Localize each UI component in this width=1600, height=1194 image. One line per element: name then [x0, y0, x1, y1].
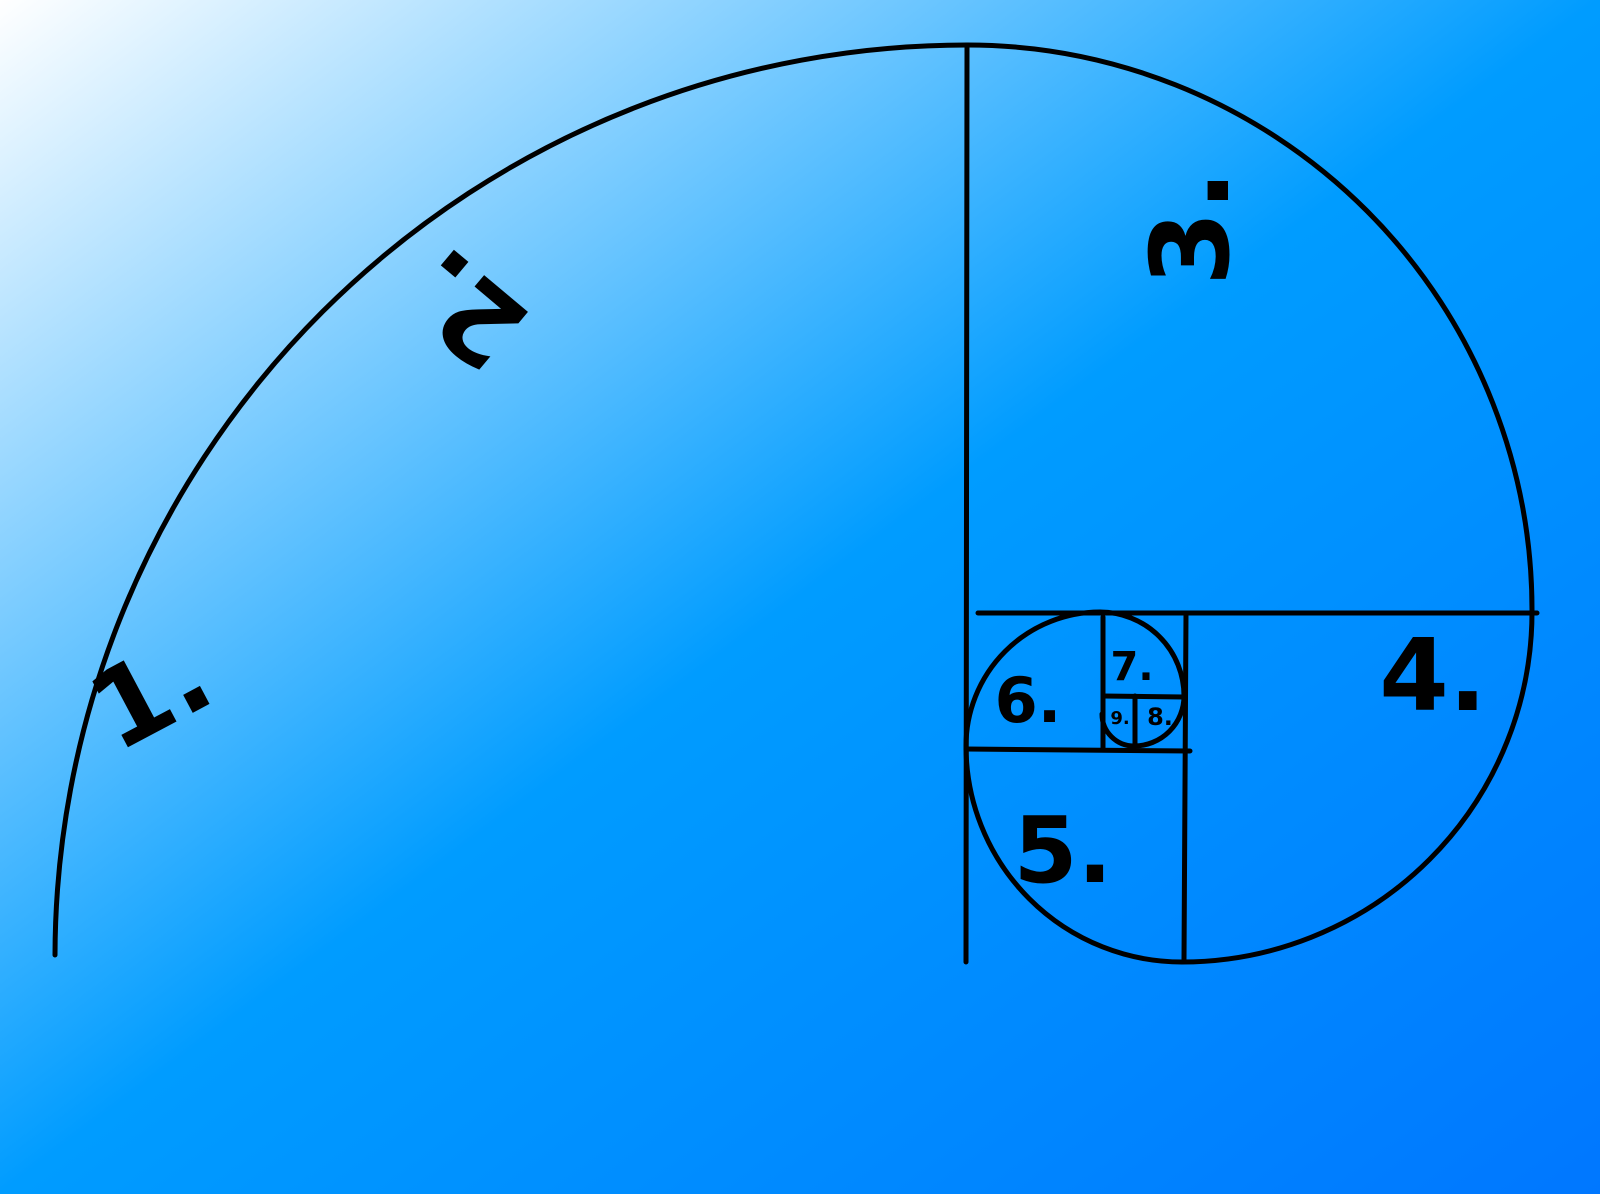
label-4: 4.: [1379, 617, 1487, 734]
golden-rectangle-lines: [963, 42, 1540, 965]
spiral-arc-5: [963, 743, 1185, 965]
label-9: 9.: [1110, 708, 1129, 729]
label-3: 3.: [1129, 170, 1254, 286]
horizontal-divider-6: [963, 746, 1193, 754]
spiral-arc-4: [1179, 609, 1535, 965]
spiral-arc-3: [964, 42, 1535, 615]
label-6: 6.: [995, 664, 1062, 737]
spiral-arc-1-2: [52, 42, 970, 958]
horizontal-divider-7: [1100, 693, 1187, 700]
vertical-divider-main: [963, 42, 970, 965]
label-5: 5.: [1014, 797, 1113, 904]
label-7: 7.: [1110, 644, 1153, 690]
vertical-divider-5: [1181, 610, 1189, 963]
label-8: 8.: [1147, 703, 1173, 731]
